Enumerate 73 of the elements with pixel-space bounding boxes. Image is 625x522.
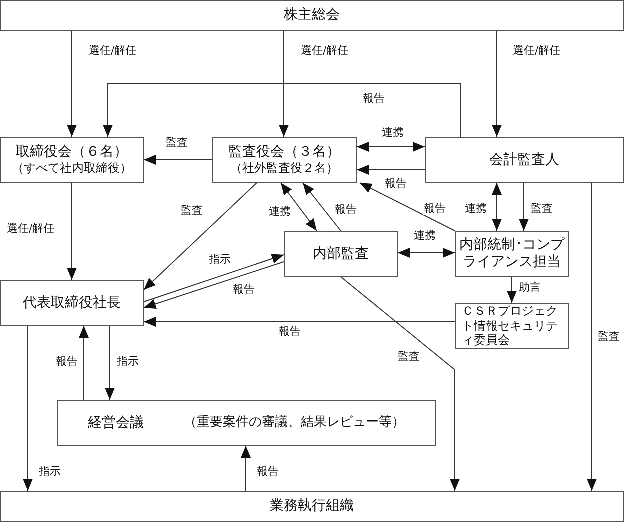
org-box: [455, 303, 569, 349]
edge-label: 監査: [165, 136, 189, 150]
arrow: [279, 30, 289, 138]
arrow: [144, 262, 284, 309]
arrow: [302, 182, 342, 232]
org-box: [57, 400, 436, 446]
node-title: ＣＳＲプロジェクト情報セキュリティ委員会: [462, 304, 559, 348]
org-box: [0, 137, 144, 183]
arrow: [507, 276, 517, 304]
node-title: 内部監査: [313, 246, 369, 262]
edge-label: 報告: [362, 92, 386, 106]
arrow: [492, 30, 502, 138]
edge-label: 報告: [334, 203, 358, 216]
edge-label: 連携: [268, 205, 292, 218]
edge-label: 指示: [208, 253, 232, 266]
node-note: （社外監査役２名）: [230, 161, 338, 176]
node-title: 会計監査人: [490, 152, 560, 168]
arrow: [144, 182, 258, 290]
arrow: [144, 317, 456, 327]
org-box: [0, 280, 144, 326]
node-title: 代表取締役社長: [23, 294, 121, 312]
node-note: （重要案件の審議、結果レビュー等）: [184, 415, 405, 431]
arrow: [144, 155, 212, 165]
arrow: [492, 182, 502, 232]
arrow: [340, 276, 460, 492]
edge-label: 選任/解任: [512, 44, 562, 58]
arrow: [241, 446, 251, 492]
arrow: [67, 182, 77, 280]
edge-label: 選任/解任: [6, 222, 56, 236]
node-title: 株主総会: [284, 7, 340, 24]
org-box: [425, 137, 624, 183]
edge-label: 連携: [464, 202, 488, 216]
arrow: [23, 326, 33, 492]
edge-label: 報告: [55, 355, 79, 368]
edge-label: 選任/解任: [88, 44, 138, 58]
arrow: [519, 182, 529, 232]
org-box: [0, 491, 624, 522]
node-title: 監査役会（３名）: [228, 144, 340, 162]
arrow: [67, 30, 77, 138]
arrow: [398, 248, 456, 258]
arrow: [356, 142, 426, 152]
org-box: [284, 231, 398, 277]
edge-label: 連携: [381, 126, 405, 140]
edge-label: 指示: [116, 355, 140, 368]
arrow: [144, 254, 284, 302]
edge-label: 報告: [423, 202, 447, 216]
org-box: [0, 0, 624, 31]
edge-label: 報告: [384, 177, 408, 190]
node-title: 経営会議: [88, 414, 144, 432]
arrow: [79, 326, 89, 400]
edge-label: 報告: [278, 325, 302, 338]
edge-label: 監査: [180, 204, 204, 218]
org-box: [212, 137, 357, 183]
edge-label: 選任/解任: [300, 44, 350, 58]
node-title: 内部統制･コンプライアンス担当: [458, 237, 566, 271]
node-title: 業務執行組織: [270, 498, 354, 515]
edge-label: 報告: [232, 283, 256, 296]
edge-label: 監査: [397, 350, 421, 364]
arrow: [103, 84, 462, 138]
node-title: 取締役会（６名）: [16, 144, 128, 162]
edge-label: 指示: [38, 465, 62, 478]
edge-label: 連携: [413, 229, 437, 242]
node-note: （すべて社内取締役）: [12, 161, 132, 176]
arrow: [360, 182, 456, 232]
arrow: [587, 182, 597, 492]
edge-label: 助言: [518, 281, 542, 294]
edge-label: 報告: [256, 465, 280, 478]
arrow: [356, 165, 426, 175]
org-box: [455, 231, 569, 277]
arrow: [105, 326, 115, 400]
edge-label: 監査: [530, 202, 554, 216]
edge-label: 監査: [597, 330, 621, 344]
arrow: [280, 182, 318, 232]
